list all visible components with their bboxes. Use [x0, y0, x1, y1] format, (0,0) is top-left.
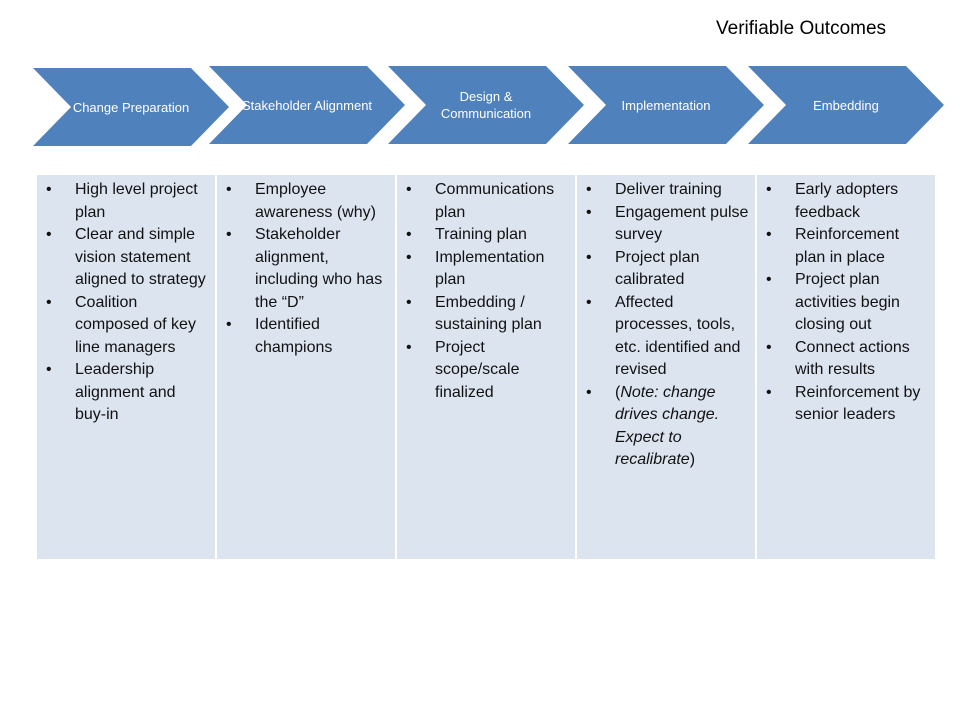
list-item: Early adopters feedback [757, 179, 935, 224]
list-item: Project scope/scale finalized [397, 337, 575, 405]
list-item: Connect actions with results [757, 337, 935, 382]
list-item: Identified champions [217, 314, 395, 359]
list-item: Leadership alignment and buy-in [37, 359, 215, 427]
chevron-label: Embedding [813, 97, 879, 113]
chevron-change-preparation: Change Preparation [33, 68, 229, 146]
list-item: Stakeholder alignment, including who has… [217, 224, 395, 314]
chevron-label: Change Preparation [72, 99, 190, 115]
outcomes-column: Communications planTraining planImplemen… [397, 175, 577, 559]
list-item: Coalition composed of key line managers [37, 292, 215, 360]
chevron-design-communication: Design & Communication [388, 66, 584, 144]
list-item: Embedding / sustaining plan [397, 292, 575, 337]
list-item: Affected processes, tools, etc. identifi… [577, 292, 755, 382]
note-item: (Note: change drives change. Expect to r… [577, 382, 755, 472]
chevron-label: Stakeholder Alignment [241, 97, 373, 113]
outcomes-list: Early adopters feedbackReinforcement pla… [757, 179, 935, 427]
outcomes-column: Early adopters feedbackReinforcement pla… [757, 175, 935, 559]
outcomes-column: High level project planClear and simple … [37, 175, 217, 559]
outcomes-list: Deliver trainingEngagement pulse surveyP… [577, 179, 755, 472]
list-item: Implementation plan [397, 247, 575, 292]
chevron-embedding: Embedding [748, 66, 944, 144]
list-item: Reinforcement by senior leaders [757, 382, 935, 427]
list-item: Engagement pulse survey [577, 202, 755, 247]
outcomes-list: Employee awareness (why)Stakeholder alig… [217, 179, 395, 359]
outcomes-column: Employee awareness (why)Stakeholder alig… [217, 175, 397, 559]
chevron-label: Implementation [621, 97, 711, 113]
list-item: Reinforcement plan in place [757, 224, 935, 269]
list-item: Project plan activities begin closing ou… [757, 269, 935, 337]
outcomes-column: Deliver trainingEngagement pulse surveyP… [577, 175, 757, 559]
outcomes-list: Communications planTraining planImplemen… [397, 179, 575, 404]
list-item: Employee awareness (why) [217, 179, 395, 224]
page-title: Verifiable Outcomes [716, 18, 887, 39]
list-item: Deliver training [577, 179, 755, 202]
outcomes-list: High level project planClear and simple … [37, 179, 215, 427]
chevron-stakeholder-alignment: Stakeholder Alignment [209, 66, 405, 144]
list-item: Communications plan [397, 179, 575, 224]
outcomes-table: High level project planClear and simple … [37, 175, 935, 559]
list-item: High level project plan [37, 179, 215, 224]
chevron-label: Design & Communication [440, 89, 532, 121]
list-item: Clear and simple vision statement aligne… [37, 224, 215, 292]
chevron-implementation: Implementation [568, 66, 764, 144]
list-item: Training plan [397, 224, 575, 247]
list-item: Project plan calibrated [577, 247, 755, 292]
